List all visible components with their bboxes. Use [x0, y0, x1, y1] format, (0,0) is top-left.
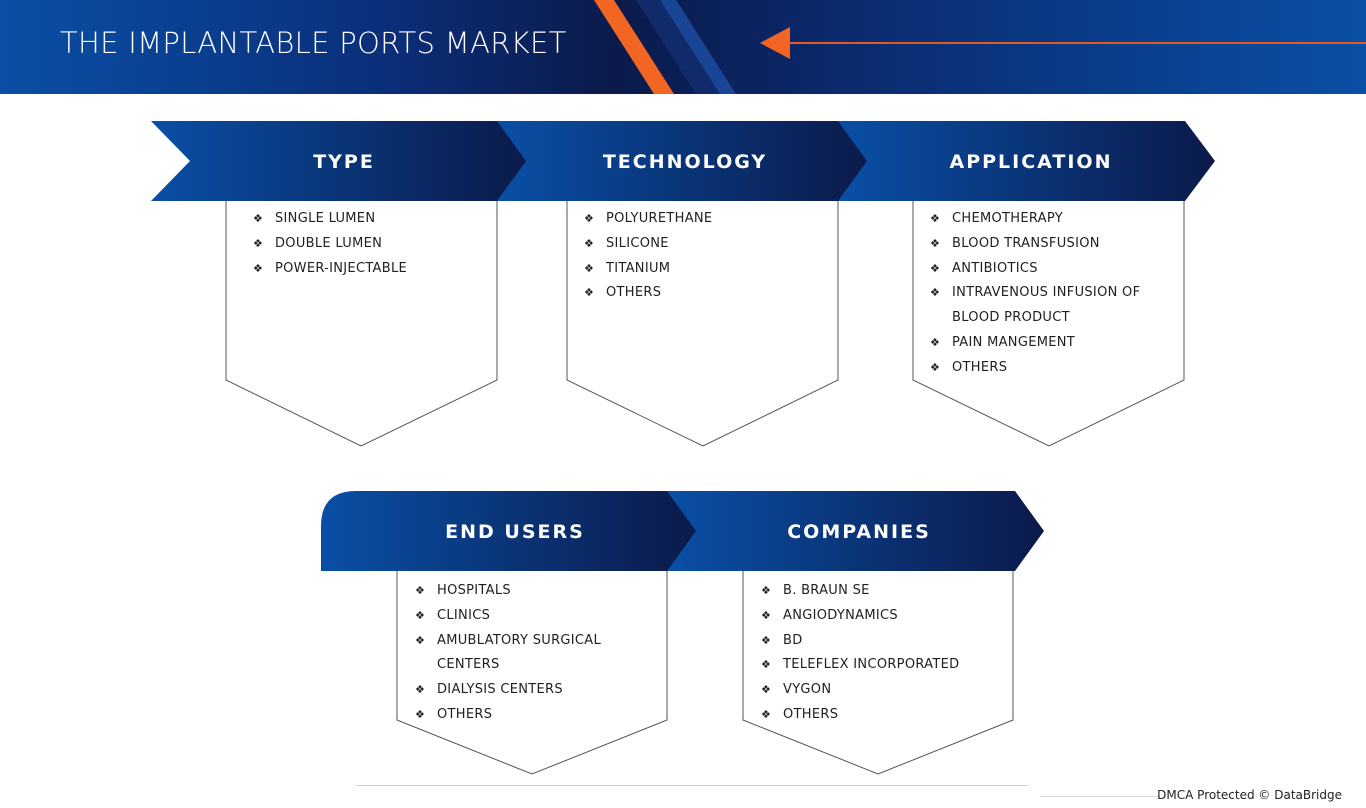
diamond-bullet-icon: ❖: [761, 584, 772, 597]
diamond-bullet-icon: ❖: [584, 212, 595, 225]
list-item: ❖BLOOD TRANSFUSION: [928, 232, 1168, 257]
list-item: ❖AMUBLATORY SURGICAL CENTERS: [413, 629, 648, 679]
type-banner: [151, 121, 528, 201]
header-stripe-blue: [660, 0, 736, 94]
header-banner: THE IMPLANTABLE PORTS MARKET: [0, 0, 1366, 94]
companies-banner: [667, 491, 1044, 571]
end-users-items: ❖HOSPITALS ❖CLINICS ❖AMUBLATORY SURGICAL…: [413, 579, 648, 728]
list-item: ❖OTHERS: [413, 703, 648, 728]
diamond-bullet-icon: ❖: [415, 608, 426, 622]
copyright-credit: DMCA Protected © DataBridge: [1157, 788, 1342, 802]
diamond-bullet-icon: ❖: [761, 707, 772, 721]
diamond-bullet-icon: ❖: [415, 683, 426, 697]
companies-title: COMPANIES: [787, 521, 931, 543]
list-item: ❖OTHERS: [759, 703, 999, 728]
diamond-bullet-icon: ❖: [253, 261, 264, 275]
list-item: ❖OTHERS: [928, 356, 1168, 381]
list-item: ❖SILICONE: [582, 232, 812, 257]
page-title: THE IMPLANTABLE PORTS MARKET: [60, 26, 567, 60]
diamond-bullet-icon: ❖: [415, 584, 426, 597]
diamond-bullet-icon: ❖: [930, 360, 941, 374]
end-users-banner: [321, 491, 697, 571]
diamond-bullet-icon: ❖: [584, 286, 595, 300]
technology-title: TECHNOLOGY: [602, 151, 768, 173]
diamond-bullet-icon: ❖: [584, 236, 595, 250]
diamond-bullet-icon: ❖: [584, 261, 595, 275]
diamond-bullet-icon: ❖: [761, 683, 772, 697]
type-title: TYPE: [313, 151, 375, 173]
list-item: ❖B. BRAUN SE: [759, 579, 999, 604]
list-item: ❖ANGIODYNAMICS: [759, 604, 999, 629]
companies-items: ❖B. BRAUN SE ❖ANGIODYNAMICS ❖BD ❖TELEFLE…: [759, 579, 999, 728]
arrow-left-icon: [760, 27, 790, 59]
application-banner: [838, 121, 1215, 201]
list-item: ❖HOSPITALS: [413, 579, 648, 604]
list-item: ❖POWER-INJECTABLE: [251, 257, 481, 282]
technology-banner: [497, 121, 869, 201]
diamond-bullet-icon: ❖: [930, 261, 941, 275]
diamond-bullet-icon: ❖: [761, 658, 772, 672]
list-item: ❖ANTIBIOTICS: [928, 257, 1168, 282]
diamond-bullet-icon: ❖: [930, 236, 941, 250]
application-title: APPLICATION: [949, 151, 1113, 173]
header-stripe-navy: [636, 0, 720, 94]
application-items: ❖CHEMOTHERAPY ❖BLOOD TRANSFUSION ❖ANTIBI…: [928, 207, 1168, 381]
header-stripe-orange: [594, 0, 674, 94]
diamond-bullet-icon: ❖: [761, 608, 772, 622]
header-background: [0, 0, 1366, 94]
list-item: ❖DIALYSIS CENTERS: [413, 678, 648, 703]
list-item: ❖TITANIUM: [582, 257, 812, 282]
diamond-bullet-icon: ❖: [761, 633, 772, 647]
diamond-bullet-icon: ❖: [930, 286, 941, 300]
list-item: ❖CLINICS: [413, 604, 648, 629]
list-item: ❖OTHERS: [582, 281, 812, 306]
list-item: ❖BD: [759, 629, 999, 654]
diamond-bullet-icon: ❖: [253, 212, 264, 225]
diamond-bullet-icon: ❖: [415, 707, 426, 721]
diamond-bullet-icon: ❖: [253, 236, 264, 250]
list-item: ❖INTRAVENOUS INFUSION OF BLOOD PRODUCT: [928, 281, 1168, 331]
diamond-bullet-icon: ❖: [930, 212, 941, 225]
list-item: ❖POLYURETHANE: [582, 207, 812, 232]
footer-divider-short: [1040, 796, 1160, 797]
list-item: ❖TELEFLEX INCORPORATED: [759, 653, 999, 678]
list-item: ❖DOUBLE LUMEN: [251, 232, 481, 257]
type-items: ❖SINGLE LUMEN ❖DOUBLE LUMEN ❖POWER-INJEC…: [251, 207, 481, 281]
list-item: ❖PAIN MANGEMENT: [928, 331, 1168, 356]
list-item: ❖CHEMOTHERAPY: [928, 207, 1168, 232]
end-users-title: END USERS: [445, 521, 585, 543]
technology-items: ❖POLYURETHANE ❖SILICONE ❖TITANIUM ❖OTHER…: [582, 207, 812, 306]
diamond-bullet-icon: ❖: [415, 633, 426, 647]
diamond-bullet-icon: ❖: [930, 335, 941, 349]
list-item: ❖SINGLE LUMEN: [251, 207, 481, 232]
list-item: ❖VYGON: [759, 678, 999, 703]
footer-divider: [356, 785, 1028, 786]
